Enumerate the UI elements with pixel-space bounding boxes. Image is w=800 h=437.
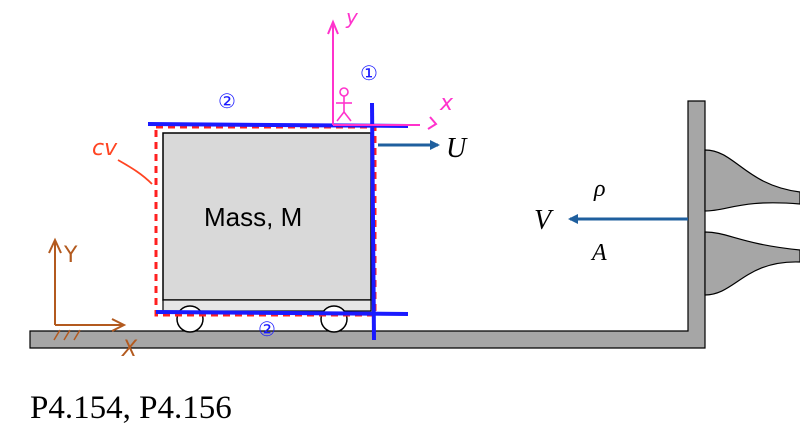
cart	[162, 132, 372, 333]
fixed-axis-y-label: Y	[63, 243, 78, 268]
mass-label: Mass, M	[204, 202, 302, 232]
boundary-2-bottom-label: ②	[258, 317, 276, 341]
ground-and-wall	[29, 100, 706, 349]
wheel-right	[320, 305, 348, 333]
control-volume-label: cv	[92, 136, 118, 161]
right-surface-line	[370, 102, 376, 341]
jet-density-label: ρ	[593, 176, 606, 202]
boundary-2-top-label: ②	[218, 89, 236, 113]
bottom-surface-line	[155, 310, 409, 316]
figure-caption: P4.154, P4.156	[30, 390, 232, 426]
jet-area-label: A	[590, 240, 607, 266]
cv-pointer-arrow	[117, 159, 153, 185]
moving-axis-x-label: x	[439, 91, 454, 116]
moving-axes	[327, 19, 438, 130]
jet-velocity-label: V	[534, 205, 554, 236]
fixed-axis-x-label: X	[121, 337, 138, 362]
boundary-1-label: ①	[360, 61, 378, 85]
jet-nozzle	[704, 149, 800, 296]
wheel-left	[176, 305, 204, 333]
fixed-axes	[48, 237, 127, 341]
observer-icon	[336, 87, 352, 122]
moving-axis-y-label: y	[345, 5, 359, 29]
control-volume-outline	[154, 125, 377, 317]
cart-velocity-label: U	[446, 133, 468, 164]
